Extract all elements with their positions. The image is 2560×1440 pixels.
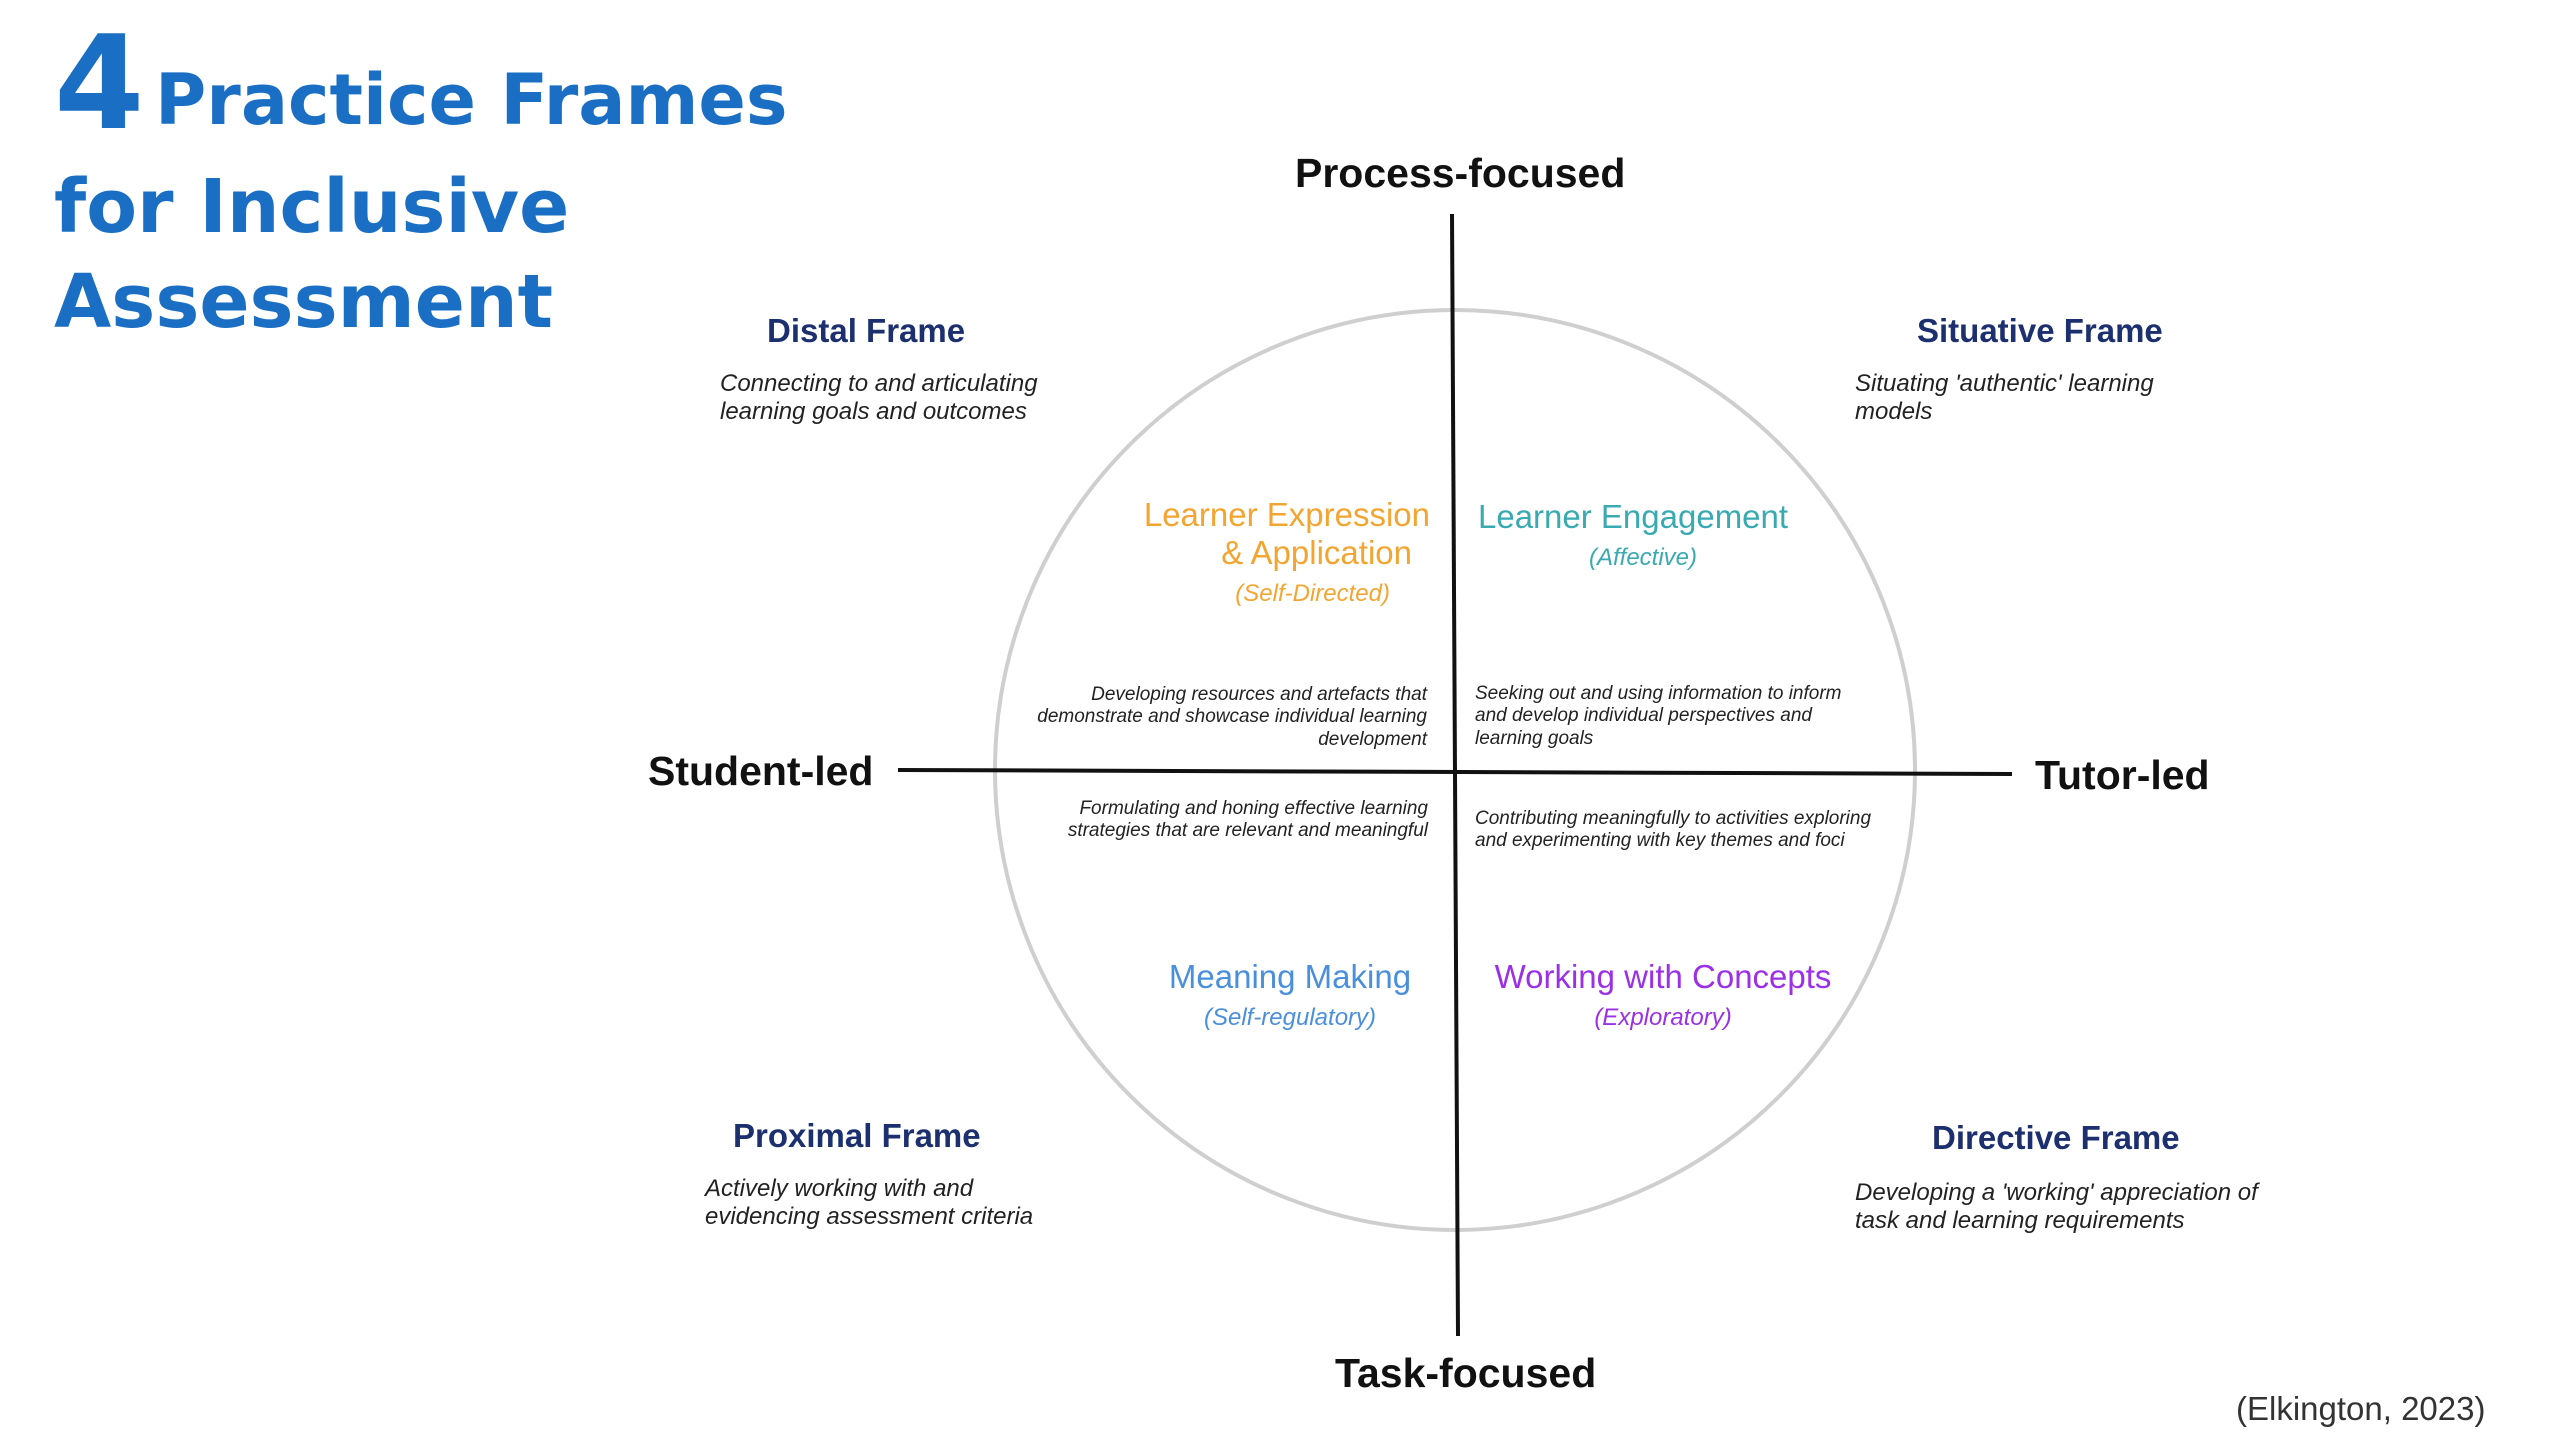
title-line-1: Practice Frames (155, 59, 788, 141)
quadrant-meaning-sub: (Self-regulatory) (1203, 1003, 1377, 1031)
title-number: 4 (54, 7, 145, 159)
quadrant-engagement-sub: (Affective) (1588, 543, 1698, 571)
quadrant-engagement-desc: Seeking out and using information to inf… (1475, 683, 1842, 749)
quadrant-concepts-desc: Contributing meaningfully to activities … (1475, 808, 1872, 852)
distal-frame-title: Distal Frame (767, 312, 966, 349)
quadrant-concepts: Working with Concepts (Exploratory) (1478, 958, 1848, 1032)
quadrant-concepts-title: Working with Concepts (1494, 958, 1832, 995)
quadrant-engagement: Learner Engagement (Affective) (1478, 498, 1838, 572)
situative-frame: Situative Frame Situating 'authentic' le… (1855, 312, 2255, 425)
quadrant-concepts-sub: (Exploratory) (1594, 1003, 1732, 1031)
directive-frame-title: Directive Frame (1932, 1119, 2180, 1156)
quadrant-expression-sub: (Self-Directed) (1235, 579, 1390, 607)
proximal-frame-desc: Actively working with and evidencing ass… (705, 1175, 1034, 1230)
quadrant-expression-desc: Developing resources and artefacts that … (1037, 684, 1427, 750)
quadrant-meaning-title: Meaning Making (1168, 958, 1412, 995)
distal-frame-desc: Connecting to and articulating learning … (720, 370, 1038, 425)
proximal-frame-title: Proximal Frame (733, 1117, 981, 1154)
quadrant-engagement-title: Learner Engagement (1478, 498, 1789, 535)
title-line-2: for Inclusive (54, 164, 570, 250)
title-line-3: Assessment (54, 258, 553, 345)
quadrant-expression-title-1: Learner Expression (1143, 496, 1430, 533)
axis-label-bottom: Task-focused (1335, 1350, 1597, 1396)
distal-frame: Distal Frame Connecting to and articulat… (720, 312, 1140, 425)
directive-frame-desc: Developing a 'working' appreciation of t… (1855, 1179, 2258, 1234)
situative-frame-desc: Situating 'authentic' learning models (1855, 370, 2154, 425)
axis-label-right: Tutor-led (2035, 752, 2210, 798)
quadrant-expression: Learner Expression & Application (Self-D… (1080, 496, 1430, 608)
title-lines-2-3: for Inclusive Assessment (54, 160, 569, 349)
horizontal-axis-line (897, 768, 2013, 776)
quadrant-meaning: Meaning Making (Self-regulatory) (1150, 958, 1430, 1032)
quadrant-meaning-desc: Formulating and honing effective learnin… (1067, 798, 1428, 842)
axis-label-top: Process-focused (1295, 150, 1626, 196)
citation: (Elkington, 2023) (2236, 1390, 2486, 1427)
vertical-axis-line (1450, 213, 1460, 1337)
proximal-frame: Proximal Frame Actively working with and… (705, 1117, 1125, 1230)
quadrant-expression-title-2: & Application (1221, 533, 1412, 571)
axis-label-left: Student-led (648, 748, 874, 794)
situative-frame-title: Situative Frame (1917, 312, 2163, 349)
directive-frame: Directive Frame Developing a 'working' a… (1855, 1119, 2305, 1234)
